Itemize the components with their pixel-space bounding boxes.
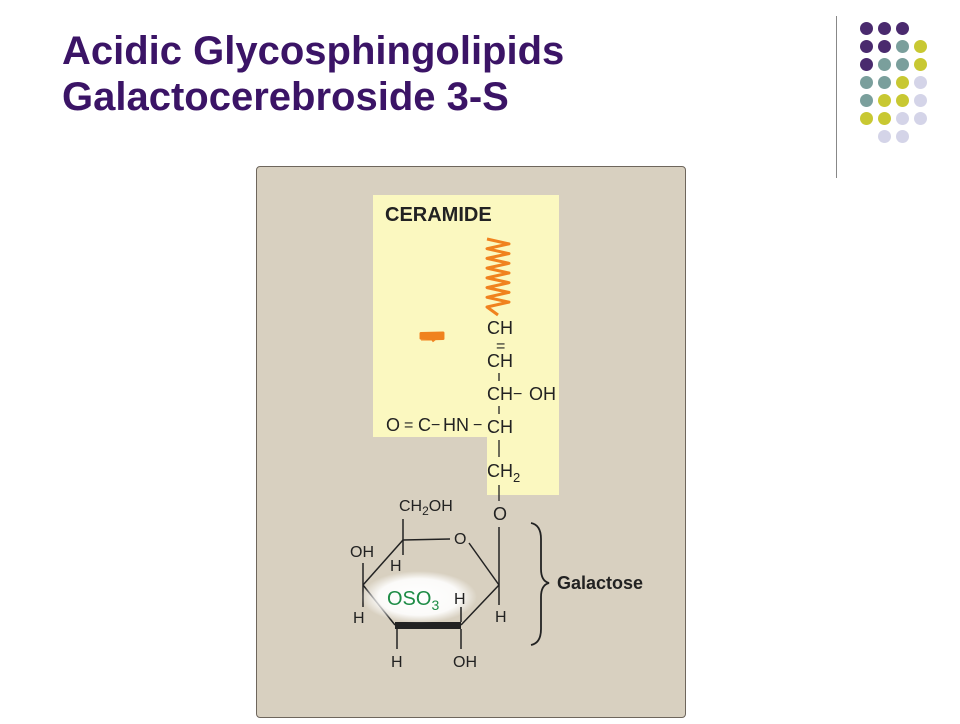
backbone-ch-3: CH — [487, 384, 513, 404]
backbone-ch-2: CH — [487, 351, 513, 371]
decorative-dot — [896, 130, 909, 143]
galactose-brace — [530, 522, 550, 646]
title-line-2: Galactocerebroside 3-S — [62, 75, 509, 119]
decorative-dot — [860, 112, 873, 125]
decorative-dot — [914, 76, 927, 89]
decorative-dot — [878, 22, 891, 35]
slide-title: Acidic Glycosphingolipids Galactocerebro… — [62, 28, 564, 120]
c4-h-label: H — [390, 558, 402, 575]
decorative-dot — [914, 40, 927, 53]
oh-bond: − — [513, 386, 522, 403]
c3-h-label: H — [454, 591, 466, 608]
decorative-dot — [878, 94, 891, 107]
decorative-dot — [878, 112, 891, 125]
ring-bond-c5-c4 — [362, 539, 404, 586]
hydroxyl-group: OH — [529, 384, 556, 404]
decorative-dot — [896, 76, 909, 89]
backbone-ch-1: CH — [487, 318, 513, 338]
amide-nh: HN — [443, 415, 469, 435]
decorative-dot — [896, 58, 909, 71]
amide-oxygen: O — [386, 415, 400, 435]
ring-front-bond — [395, 622, 461, 629]
ring-bond-o-c1 — [468, 542, 500, 586]
backbone-ch2: CH2 — [487, 461, 520, 485]
decorative-dot — [860, 76, 873, 89]
bottom-h-label: H — [391, 654, 403, 671]
ring-oxygen: O — [454, 531, 466, 548]
sulfate-group: OSO3 — [387, 588, 439, 613]
sphingosine-chain — [485, 237, 511, 317]
decorative-dot — [860, 40, 873, 53]
decorative-dot — [896, 22, 909, 35]
decorative-dot — [878, 58, 891, 71]
decorative-dot — [878, 76, 891, 89]
decorative-dot — [896, 112, 909, 125]
glycosidic-oxygen: O — [493, 504, 507, 524]
decorative-dot — [896, 94, 909, 107]
amide-double-bond: = — [404, 417, 413, 434]
decorative-dot — [878, 130, 891, 143]
decorative-dot — [914, 58, 927, 71]
amide-carbon: C — [418, 415, 431, 435]
ch2oh-group: CH2OH — [399, 498, 453, 518]
decorative-dot — [896, 40, 909, 53]
diagram-panel: CERAMIDE CH = CH CH − OH CH CH2 O O = C … — [256, 166, 686, 718]
bottom-hydroxyl: OH — [453, 654, 477, 671]
divider-line — [836, 16, 837, 178]
decorative-dot — [860, 22, 873, 35]
ring-bond-c5-o — [402, 538, 451, 541]
decorative-dot — [914, 94, 927, 107]
ring-bond-c2-c1 — [460, 584, 500, 626]
title-line-1: Acidic Glycosphingolipids — [62, 29, 565, 73]
left-h-label: H — [353, 610, 365, 627]
backbone-ch-4: CH — [487, 417, 513, 437]
right-h-label: H — [495, 609, 507, 626]
galactose-label: Galactose — [557, 573, 643, 593]
double-bond: = — [496, 338, 505, 355]
ceramide-region — [373, 195, 559, 495]
galactocerebroside-sulfate-structure: CERAMIDE CH = CH CH − OH CH CH2 O O = C … — [350, 195, 643, 671]
decorative-dot — [860, 94, 873, 107]
decorative-dot — [878, 40, 891, 53]
sulfate-highlight — [361, 571, 477, 623]
c4-hydroxyl: OH — [350, 544, 374, 561]
decorative-dot — [860, 58, 873, 71]
decorative-dot — [914, 112, 927, 125]
amide-bond-1: − — [431, 417, 440, 434]
amide-bond-2: − — [473, 417, 482, 434]
fatty-acid-chain — [419, 331, 445, 343]
ceramide-label: CERAMIDE — [385, 204, 492, 226]
